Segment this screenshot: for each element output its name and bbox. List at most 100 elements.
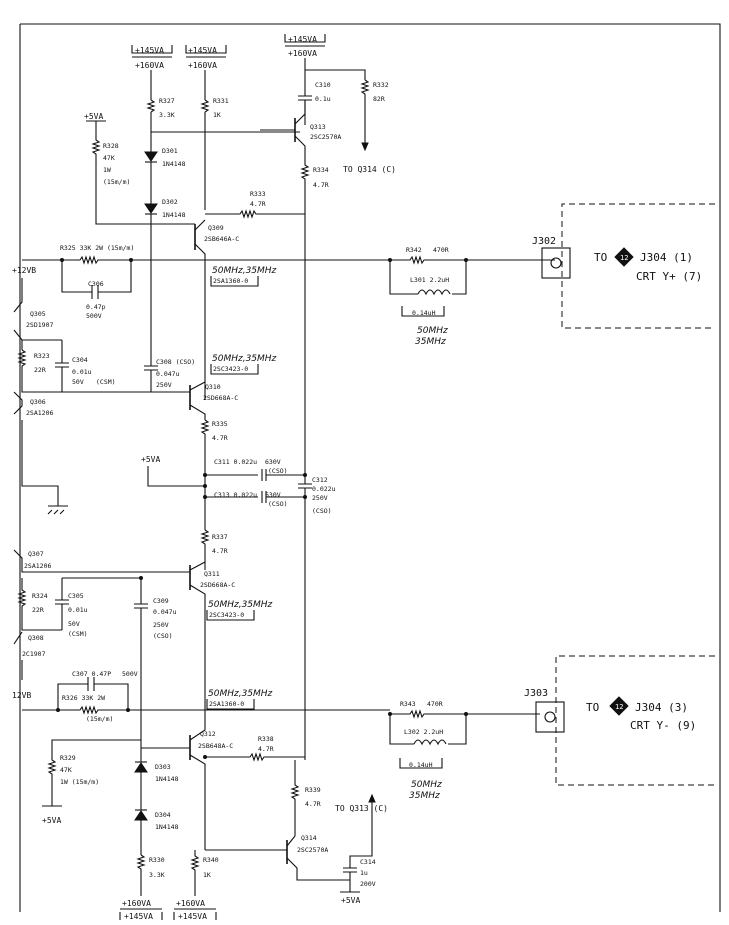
svg-text:Q306: Q306 <box>30 398 46 406</box>
transistor-q314: Q314 2SC2570A <box>205 834 350 881</box>
svg-text:D302: D302 <box>162 198 178 206</box>
svg-text:470R: 470R <box>433 246 449 254</box>
svg-text:2SC2570A: 2SC2570A <box>297 846 328 854</box>
svg-text:C312: C312 <box>312 476 328 484</box>
capacitor-c305: C305 0.01u 50V (CSM) <box>55 578 88 638</box>
svg-text:Q314: Q314 <box>301 834 317 842</box>
note-freq-4: 50MHz,35MHz 2SA1360-0 <box>206 689 273 710</box>
svg-text:1N4148: 1N4148 <box>162 160 186 168</box>
svg-text:470R: 470R <box>427 700 443 708</box>
resistor-r327: R327 3.3K <box>146 97 175 119</box>
resistor-r340: R340 1K <box>190 850 219 896</box>
svg-text:630V: 630V <box>265 458 281 466</box>
svg-text:(CSO): (CSO) <box>153 632 173 640</box>
transistor-q307: Q307 2SA1206 <box>13 549 190 573</box>
svg-text:C304: C304 <box>72 356 88 364</box>
svg-text:50MHz: 50MHz <box>411 780 442 790</box>
svg-text:TO: TO <box>586 701 599 714</box>
svg-text:CRT Y+ (7): CRT Y+ (7) <box>636 270 702 283</box>
svg-text:250V: 250V <box>153 621 169 629</box>
to-q314-label: TO Q314 (C) <box>343 165 396 174</box>
capacitor-c304: C304 0.01u 50V (CSM) <box>55 340 190 393</box>
svg-text:Q310: Q310 <box>205 383 221 391</box>
svg-text:R340: R340 <box>203 856 219 864</box>
svg-text:22R: 22R <box>34 366 46 374</box>
svg-text:250V: 250V <box>156 381 172 389</box>
rail-label: +145VA <box>288 35 317 44</box>
transistor-q305: Q305 2SD1907 <box>26 310 53 329</box>
svg-text:0.047u: 0.047u <box>153 608 177 616</box>
svg-text:2SA1360-0: 2SA1360-0 <box>209 700 244 708</box>
svg-text:50MHz,35MHz: 50MHz,35MHz <box>208 600 273 610</box>
svg-text:4.7R: 4.7R <box>212 434 228 442</box>
svg-text:0.14uH: 0.14uH <box>412 309 436 317</box>
svg-text:L302 2.2uH: L302 2.2uH <box>404 728 443 736</box>
svg-text:35MHz: 35MHz <box>409 791 440 801</box>
svg-text:R326 33K 2W: R326 33K 2W <box>62 694 105 702</box>
rail-label: 12VB <box>12 691 31 700</box>
svg-text:630V: 630V <box>265 491 281 499</box>
svg-text:J304 (1): J304 (1) <box>640 251 693 264</box>
transistor-q312: Q312 2SB648A-C <box>141 700 233 850</box>
svg-text:2SC3423-0: 2SC3423-0 <box>209 611 244 619</box>
svg-text:12: 12 <box>620 254 628 262</box>
transistor-q313: Q313 2SC2570A <box>260 100 341 147</box>
svg-text:J304 (3): J304 (3) <box>635 701 688 714</box>
capacitor-c311: C311 0.022u 630V (CSO) <box>205 458 305 481</box>
svg-text:2SC3423-0: 2SC3423-0 <box>213 365 248 373</box>
rail-label: +145VA <box>135 46 164 55</box>
svg-text:2SD1907: 2SD1907 <box>26 321 53 329</box>
svg-text:TO: TO <box>594 251 607 264</box>
rail-label: +160VA <box>288 49 317 58</box>
svg-text:C305: C305 <box>68 592 84 600</box>
transistor-q311: Q311 2SD668A-C <box>189 561 235 700</box>
resistor-r326: R326 33K 2W (15m/m) <box>22 694 390 723</box>
svg-text:22R: 22R <box>32 606 44 614</box>
svg-text:50MHz,35MHz: 50MHz,35MHz <box>212 354 277 364</box>
svg-text:2C1907: 2C1907 <box>22 650 46 658</box>
svg-text:Q313: Q313 <box>310 123 326 131</box>
svg-text:47K: 47K <box>60 766 72 774</box>
diode-d303: D303 1N4148 <box>134 740 179 810</box>
svg-text:R327: R327 <box>159 97 175 105</box>
svg-text:C306: C306 <box>88 280 104 288</box>
svg-text:R329: R329 <box>60 754 76 762</box>
svg-text:2SA1360-0: 2SA1360-0 <box>213 277 248 285</box>
svg-text:(CSM): (CSM) <box>96 378 116 386</box>
svg-text:R335: R335 <box>212 420 228 428</box>
connector-j302: J302 TO 12 J304 (1) CRT Y+ (7) <box>532 203 715 329</box>
resistor-r342: R342 470R <box>390 246 555 265</box>
svg-text:Q308: Q308 <box>28 634 44 642</box>
resistor-r324: R324 22R <box>17 578 62 631</box>
rail-label: +145VA <box>188 46 217 55</box>
resistor-r335: R335 4.7R <box>200 419 228 475</box>
svg-text:50MHz: 50MHz <box>417 326 448 336</box>
note-freq-3: 50MHz,35MHz 2SC3423-0 <box>206 600 273 621</box>
svg-text:(CSO): (CSO) <box>268 467 288 475</box>
svg-text:1W: 1W <box>103 166 111 174</box>
transistor-q306: Q306 2SA1206 <box>13 391 68 515</box>
rail-top-1: +145VA +160VA <box>131 45 173 70</box>
svg-text:(CSO): (CSO) <box>268 500 288 508</box>
svg-text:0.01u: 0.01u <box>72 368 92 376</box>
svg-text:Q312: Q312 <box>200 730 216 738</box>
svg-text:4.7R: 4.7R <box>313 181 329 189</box>
svg-text:R337: R337 <box>212 533 228 541</box>
svg-text:47K: 47K <box>103 154 115 162</box>
capacitor-c310: C310 0.1u <box>298 81 331 125</box>
svg-text:4.7R: 4.7R <box>212 547 228 555</box>
svg-text:CRT Y- (9): CRT Y- (9) <box>630 719 696 732</box>
svg-text:500V: 500V <box>86 312 102 320</box>
svg-text:35MHz: 35MHz <box>415 337 446 347</box>
svg-text:0.14uH: 0.14uH <box>409 761 433 769</box>
rail-label: +12VB <box>12 266 36 275</box>
svg-text:2SD668A-C: 2SD668A-C <box>203 394 238 402</box>
svg-text:R334: R334 <box>313 166 329 174</box>
svg-text:J303: J303 <box>524 688 548 699</box>
svg-text:Q307: Q307 <box>28 550 44 558</box>
svg-text:2SB648A-C: 2SB648A-C <box>198 742 233 750</box>
capacitor-c306: C306 0.47p 500V <box>61 260 132 320</box>
rail-label: +5VA <box>141 455 160 464</box>
svg-text:2SC2570A: 2SC2570A <box>310 133 341 141</box>
resistor-r339: R339 4.7R <box>290 760 321 836</box>
